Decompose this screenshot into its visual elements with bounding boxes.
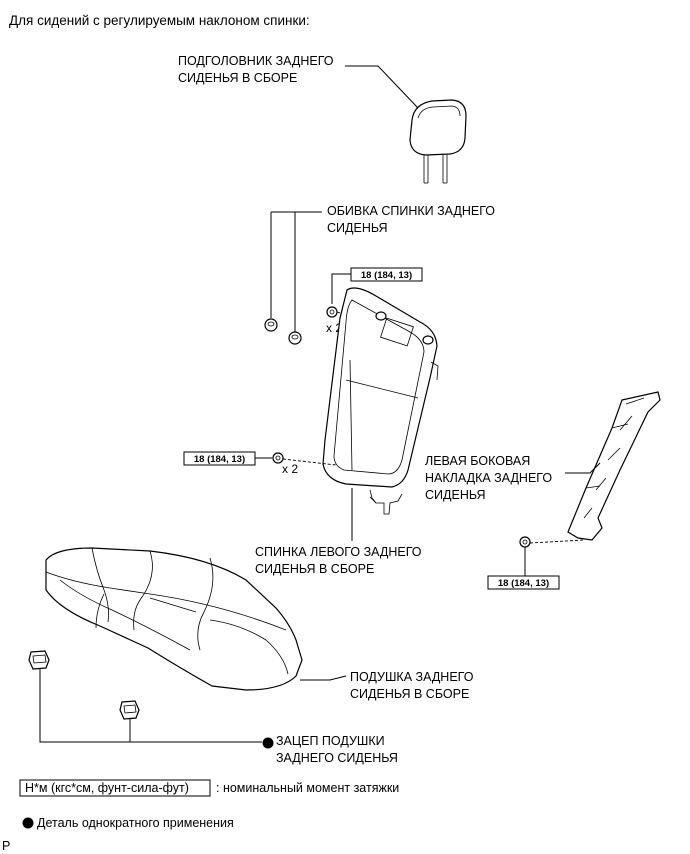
side-trim-label-line1: ЛЕВАЯ БОКОВАЯ (425, 454, 530, 468)
nonreuse-legend-text: Деталь однократного применения (37, 816, 234, 830)
bolt-right-dash (529, 539, 585, 544)
side-trim-label-line3: СИДЕНЬЯ (425, 488, 486, 502)
cushion-label-line1: ПОДУШКА ЗАДНЕГО (350, 670, 474, 684)
cushion-hook-icon-left (28, 650, 50, 670)
torque-box-right (487, 575, 560, 590)
seatback-assembly (322, 287, 439, 515)
cushion-label-line2: СИДЕНЬЯ В СБОРЕ (350, 687, 469, 701)
side-trim-leader-line (565, 462, 601, 474)
hook-label-line1: ЗАЦЕП ПОДУШКИ (276, 734, 385, 748)
cushion-hook-icon-center (119, 700, 140, 720)
side-trim-label-line2: НАКЛАДКА ЗАДНЕГО (425, 471, 552, 485)
seatback-label-line2: СИДЕНЬЯ В СБОРЕ (255, 562, 374, 576)
bolt-icon-right (519, 536, 531, 548)
torque-value-top: 18 (184, 13) (361, 270, 412, 281)
hook-leader-line-left (39, 669, 262, 743)
diagram-title: Для сидений с регулируемым наклоном спин… (9, 13, 310, 28)
seatback-cover-clips (264, 211, 322, 345)
headrest-label-line2: СИДЕНЬЯ В СБОРЕ (178, 71, 297, 85)
torque-value-left: 18 (184, 13) (194, 454, 245, 465)
torque-unit-description: : номинальный момент затяжки (216, 781, 399, 795)
torque-value-right: 18 (184, 13) (498, 578, 549, 589)
figure-code: P (2, 839, 10, 853)
bolt-left-dash (282, 458, 337, 466)
nonreuse-legend-icon (22, 817, 34, 829)
nonreuse-marker-icon (262, 737, 274, 749)
torque-unit-legend-box (19, 779, 211, 797)
seatback-label-line1: СПИНКА ЛЕВОГО ЗАДНЕГО (255, 545, 422, 559)
hook-label-line2: ЗАДНЕГО СИДЕНЬЯ (276, 751, 398, 765)
bolt-count-left: x 2 (282, 462, 298, 476)
headrest-label-line1: ПОДГОЛОВНИК ЗАДНЕГО (178, 54, 334, 68)
headrest-assembly (409, 99, 467, 184)
torque-top-leader (331, 273, 351, 304)
bolt-icon-top (326, 306, 338, 318)
cover-label-line1: ОБИВКА СПИНКИ ЗАДНЕГО (327, 204, 495, 218)
cushion-leader-line (300, 675, 347, 681)
side-trim-assembly (567, 391, 661, 541)
headrest-leader-line (345, 65, 419, 109)
torque-unit-legend: Н*м (кгс*см, фунт-сила-фут) (25, 781, 189, 795)
bolt-icon-left (272, 452, 284, 464)
cover-label-line2: СИДЕНЬЯ (327, 221, 388, 235)
cushion-assembly (45, 547, 303, 691)
